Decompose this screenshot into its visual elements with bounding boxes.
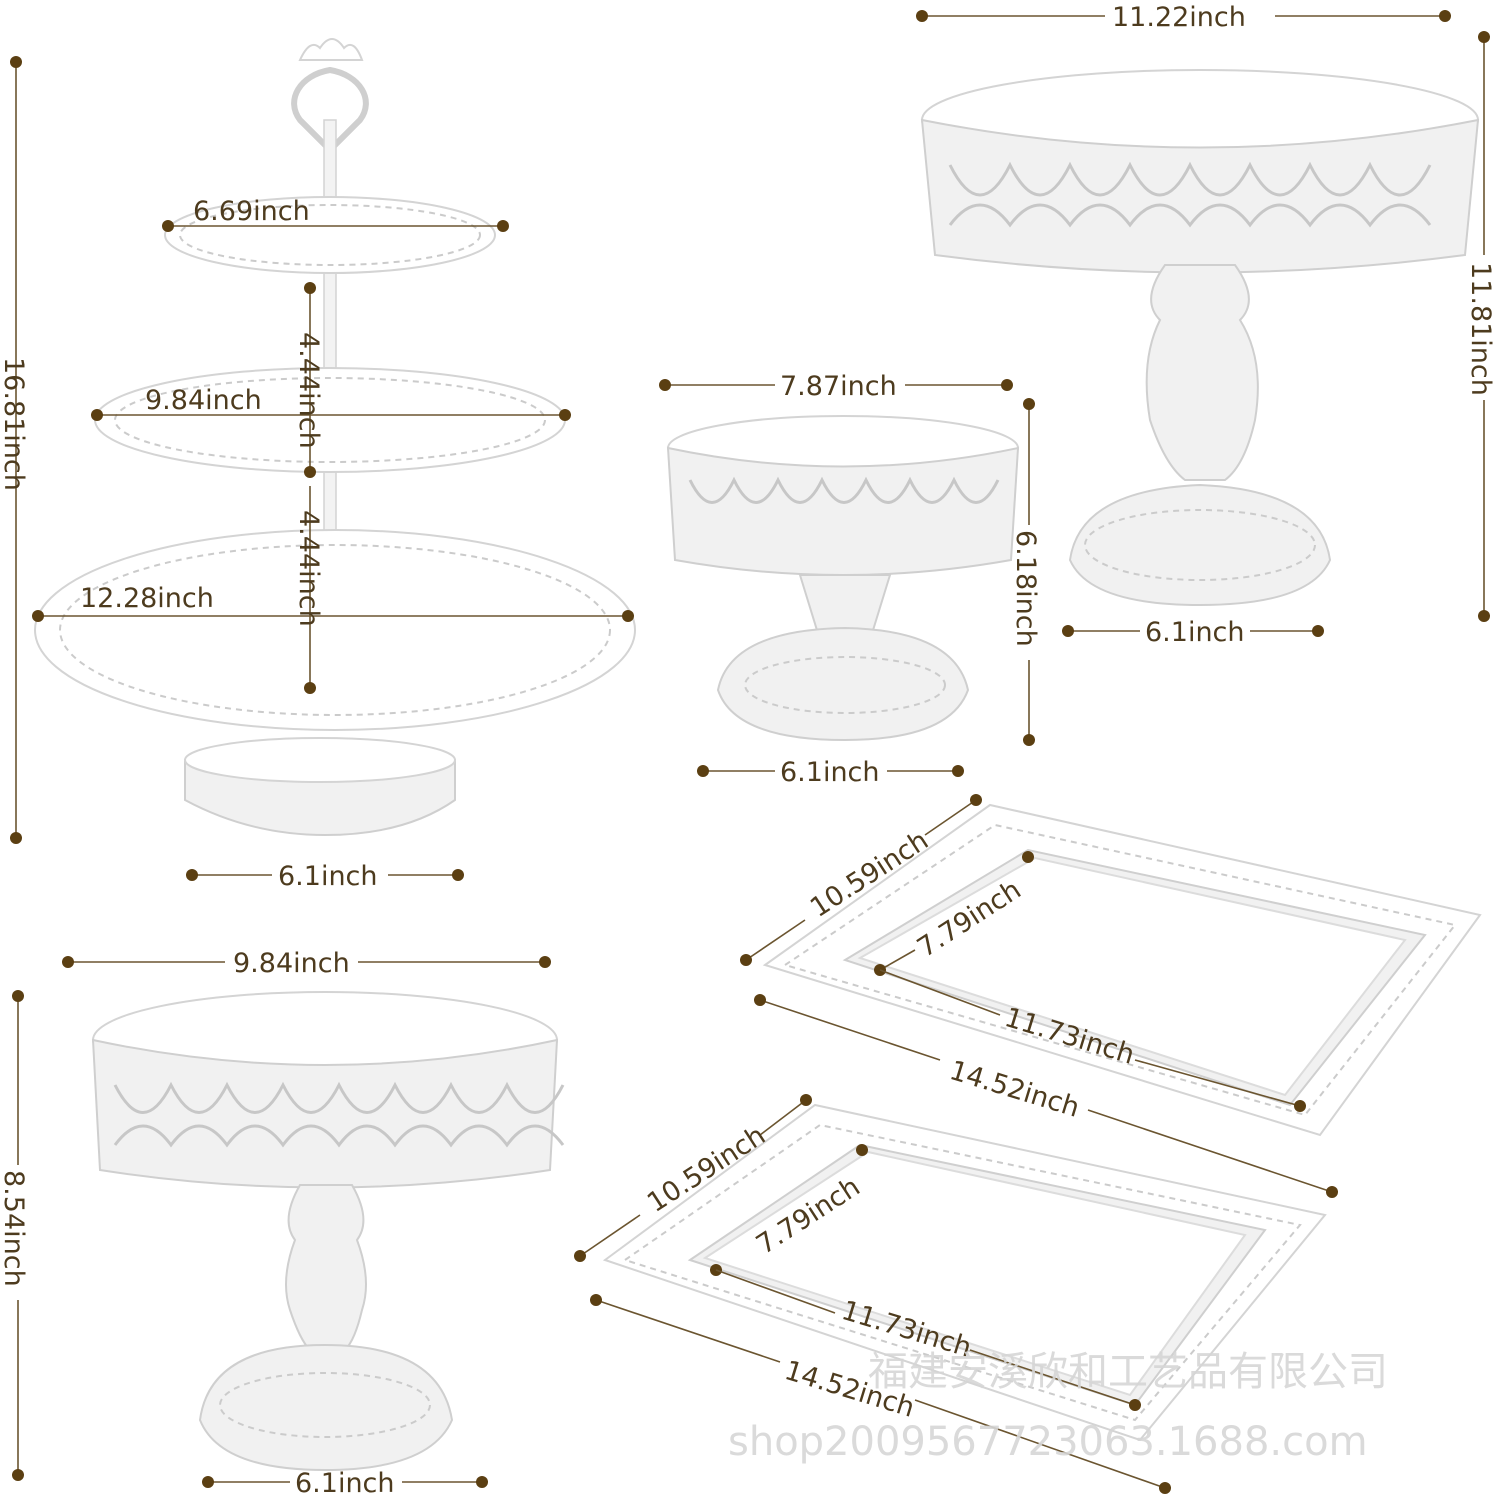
label-tier-mid-width: 9.84inch xyxy=(145,385,262,416)
watermark: 福建安溪欣和工艺品有限公司 shop2009567723063.1688.com xyxy=(728,1349,1388,1465)
watermark-url: shop2009567723063.1688.com xyxy=(728,1419,1368,1465)
large-round-cake-stand xyxy=(920,69,1480,607)
dimension-markers xyxy=(10,10,1490,1494)
watermark-company: 福建安溪欣和工艺品有限公司 xyxy=(868,1349,1388,1395)
label-medium-stand-width: 9.84inch xyxy=(233,948,350,979)
label-tray1-width-outer: 14.52inch xyxy=(946,1055,1083,1124)
square-tray-upper xyxy=(762,803,1482,1137)
label-tier-gap-lower: 4.44inch xyxy=(293,510,324,627)
label-large-stand-height: 11.81inch xyxy=(1465,262,1496,396)
label-large-stand-base: 6.1inch xyxy=(1145,617,1245,648)
label-small-stand-height: 6.18inch xyxy=(1010,530,1041,647)
label-small-stand-width: 7.87inch xyxy=(780,371,897,402)
label-tier-gap-upper: 4.44inch xyxy=(293,332,324,449)
medium-round-cake-stand xyxy=(91,991,565,1472)
three-tier-cake-stand xyxy=(34,38,636,837)
label-medium-stand-base: 6.1inch xyxy=(295,1468,395,1499)
square-tray-lower xyxy=(602,1103,1327,1442)
label-medium-stand-height: 8.54inch xyxy=(0,1170,29,1287)
label-small-stand-base: 6.1inch xyxy=(780,757,880,788)
label-tier-total-height: 16.81inch xyxy=(0,357,29,491)
label-tier-top-width: 6.69inch xyxy=(193,196,310,227)
label-tier-bottom-width: 12.28inch xyxy=(80,583,214,614)
label-tier-base-width: 6.1inch xyxy=(278,861,378,892)
label-large-stand-width: 11.22inch xyxy=(1112,2,1246,33)
small-round-cake-stand xyxy=(666,415,1020,742)
